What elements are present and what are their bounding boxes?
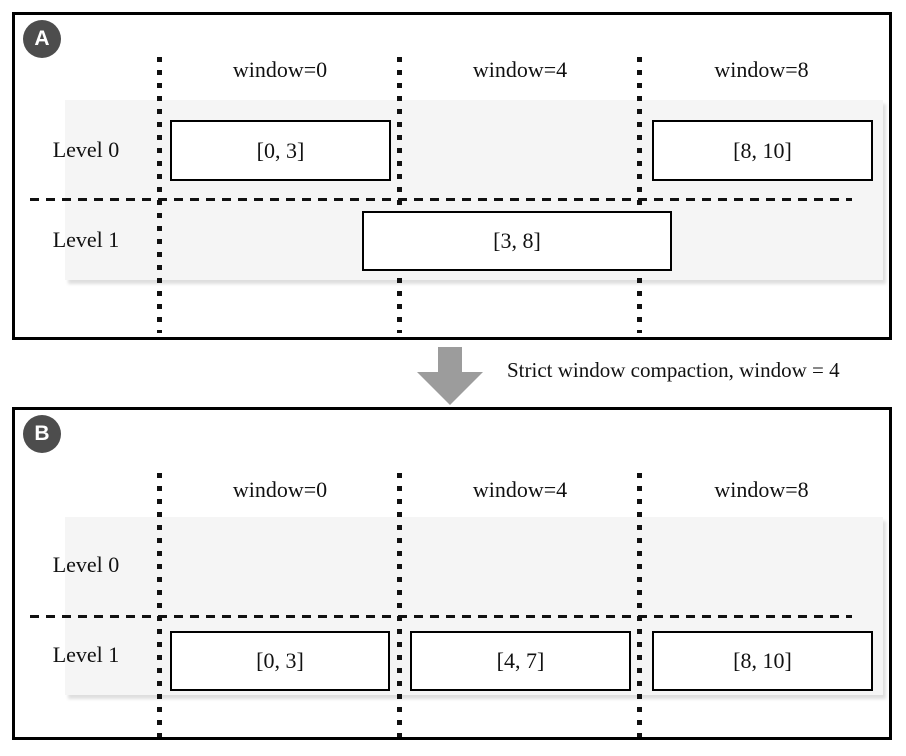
panel-b-window-header-4: window=4 (472, 477, 568, 502)
run-box: [3, 8] (362, 211, 672, 271)
level-divider-dashed-line (30, 615, 852, 618)
panel-b-badge: B (23, 415, 61, 453)
panel-b-level-0-label: Level 0 (52, 552, 120, 577)
panel-b-window-header-8: window=8 (714, 477, 809, 502)
window-boundary-dotted-line (637, 57, 642, 333)
panel-a-window-header-0: window=0 (232, 57, 328, 82)
panel-a-level-1-label: Level 1 (52, 227, 120, 252)
panel-b: B window=0 window=4 window=8 Level 0 Lev… (12, 407, 892, 740)
window-boundary-dotted-line (397, 57, 402, 333)
window-boundary-dotted-line (157, 57, 162, 333)
run-box: [8, 10] (652, 631, 873, 691)
level-divider-dashed-line (30, 198, 852, 201)
panel-b-window-header-0: window=0 (232, 477, 328, 502)
panel-a-window-header-4: window=4 (472, 57, 568, 82)
run-box: [0, 3] (170, 120, 391, 181)
transform-caption: Strict window compaction, window = 4 (507, 358, 840, 382)
window-boundary-dotted-line (157, 473, 162, 737)
panel-a: A window=0 window=4 window=8 Level 0 Lev… (12, 12, 892, 340)
run-box: [4, 7] (410, 631, 631, 691)
run-box: [8, 10] (652, 120, 873, 181)
panel-a-window-header-8: window=8 (714, 57, 809, 82)
run-box: [0, 3] (170, 631, 390, 691)
down-arrow-icon (417, 347, 483, 405)
window-boundary-dotted-line (397, 473, 402, 737)
panel-a-badge: A (23, 20, 61, 58)
window-boundary-dotted-line (637, 473, 642, 737)
panel-a-level-0-label: Level 0 (52, 137, 120, 162)
panel-b-level-1-label: Level 1 (52, 642, 120, 667)
